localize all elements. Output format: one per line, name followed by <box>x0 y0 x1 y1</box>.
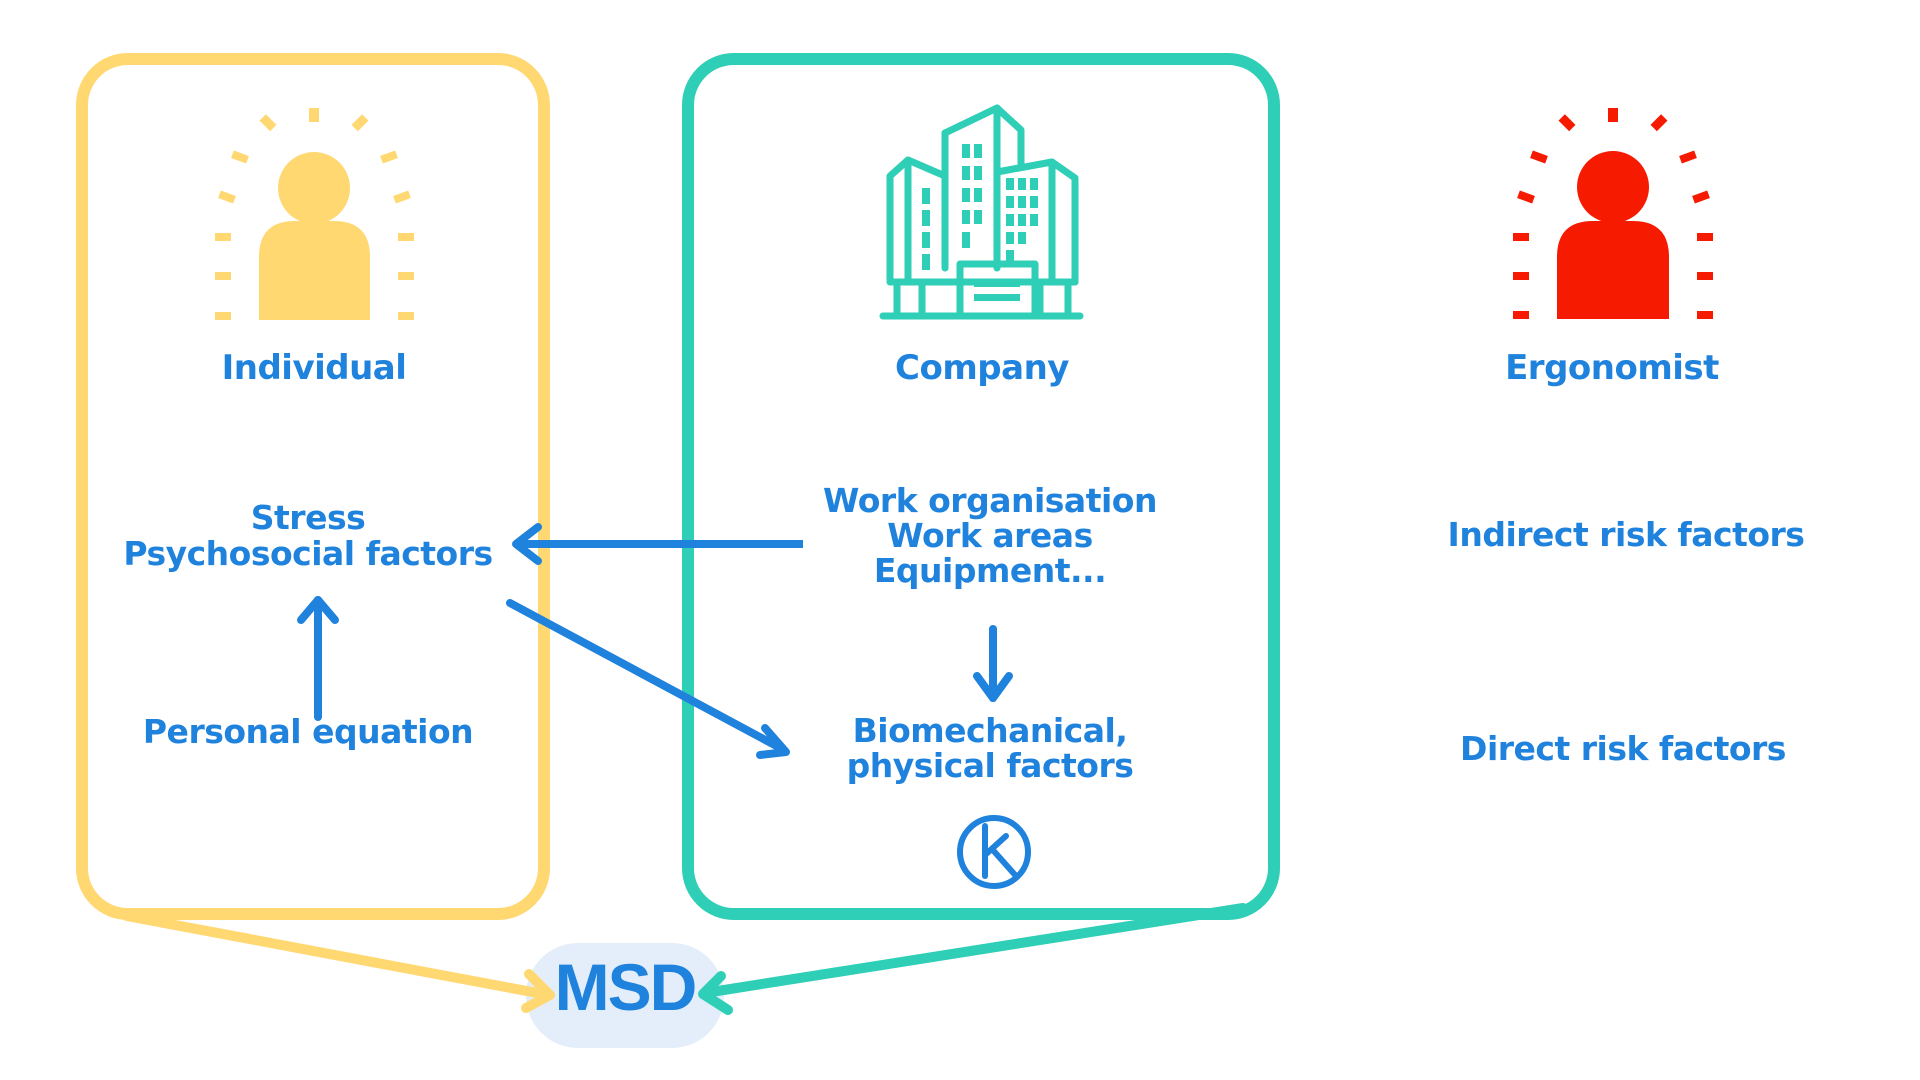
arrow-individual-to-msd <box>122 911 555 1013</box>
stress-label: Stress <box>250 498 366 537</box>
flow-arrows <box>297 523 1013 759</box>
company-title: Company <box>895 348 1069 388</box>
individual-person-icon <box>215 108 414 320</box>
biomechanical-label: Biomechanical, <box>852 711 1128 750</box>
physical-factors-label: physical factors <box>846 746 1134 785</box>
building-windows <box>922 144 1038 301</box>
indirect-risk-factors-label: Indirect risk factors <box>1447 515 1805 554</box>
arrow-work-to-stress <box>512 523 803 565</box>
ergonomist-person-icon <box>1513 108 1713 319</box>
individual-box <box>76 53 550 920</box>
arrow-psychosocial-to-biomechanical <box>506 599 790 759</box>
direct-risk-factors-label: Direct risk factors <box>1460 729 1786 768</box>
arrow-personal-to-stress <box>297 596 339 721</box>
personal-equation-label: Personal equation <box>142 712 474 751</box>
arrow-company-to-msd <box>698 903 1248 1015</box>
equipment-label: Equipment... <box>873 551 1107 590</box>
psychosocial-factors-label: Psychosocial factors <box>123 534 493 573</box>
k-circle-logo <box>957 815 1031 889</box>
msd-label: MSD <box>554 950 698 1024</box>
ergonomist-title: Ergonomist <box>1505 348 1719 388</box>
work-areas-label: Work areas <box>887 516 1093 555</box>
company-box <box>682 53 1280 920</box>
msd-pill <box>526 943 724 1048</box>
work-organisation-label: Work organisation <box>823 481 1157 520</box>
individual-title: Individual <box>221 348 407 388</box>
arrow-work-to-biomechanical <box>973 625 1013 702</box>
